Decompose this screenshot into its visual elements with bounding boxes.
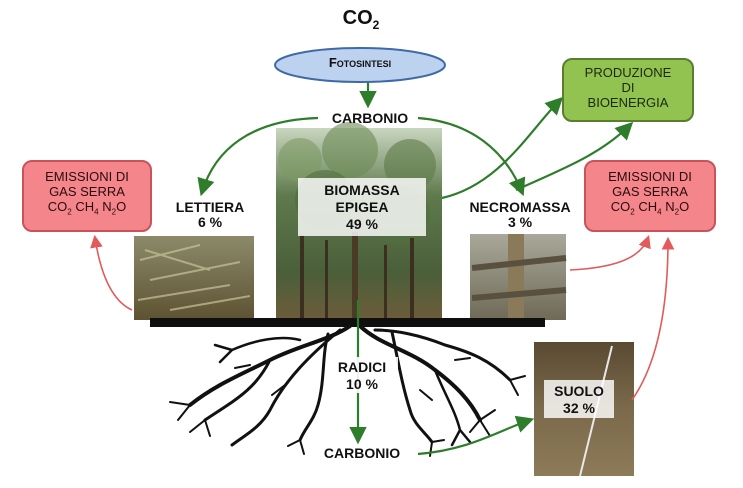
produzione-line1: PRODUZIONE bbox=[584, 65, 672, 80]
gas-ch4: CH bbox=[75, 199, 95, 214]
litter-photo bbox=[134, 236, 254, 320]
radici-name: RADICI bbox=[337, 359, 387, 375]
gas-co2: CO bbox=[610, 199, 631, 214]
suolo-name: SUOLO bbox=[554, 383, 604, 399]
gas-ch4-sub: 4 bbox=[94, 207, 99, 217]
lettiera-label: LETTIERA 6 % bbox=[160, 200, 260, 229]
suolo-pct: 32 % bbox=[563, 400, 595, 416]
lettiera-name: LETTIERA bbox=[175, 199, 245, 215]
emissioni-box-left: EMISSIONI DI GAS SERRA CO2 CH4 N2O bbox=[22, 160, 152, 232]
necromassa-name: NECROMASSA bbox=[469, 199, 571, 215]
roots-drawing bbox=[169, 324, 526, 457]
gas-co2: CO bbox=[47, 199, 68, 214]
emissioni-right-gases: CO2 CH4 N2O bbox=[586, 199, 714, 220]
co2-sub: 2 bbox=[372, 18, 380, 32]
fotosintesi-ellipse bbox=[274, 47, 446, 83]
emissioni-right-line1: EMISSIONI DI bbox=[608, 169, 692, 184]
necromassa-photo bbox=[470, 234, 567, 320]
gas-n2o-sub: 2 bbox=[674, 207, 680, 217]
emissioni-box-right: EMISSIONI DI GAS SERRA CO2 CH4 N2O bbox=[584, 160, 716, 232]
co2-main: CO bbox=[342, 7, 373, 29]
emissioni-left-gases: CO2 CH4 N2O bbox=[24, 199, 150, 220]
ground-line bbox=[150, 318, 545, 327]
gas-co2-sub: 2 bbox=[67, 207, 72, 217]
produzione-bioenergia-box: PRODUZIONE DI BIOENERGIA bbox=[562, 58, 694, 122]
gas-ch4-sub: 4 bbox=[657, 207, 662, 217]
radici-pct: 10 % bbox=[346, 376, 378, 392]
gas-co2-sub: 2 bbox=[630, 207, 635, 217]
fotosintesi-label: Fotosintesi bbox=[328, 55, 392, 70]
biomassa-pct: 49 % bbox=[346, 216, 378, 232]
emissioni-left-line2: GAS SERRA bbox=[49, 184, 125, 199]
biomassa-line1: BIOMASSA bbox=[324, 182, 400, 198]
gas-n2o: N bbox=[665, 199, 675, 214]
gas-n2o-end: O bbox=[116, 199, 127, 214]
emissioni-left-line1: EMISSIONI DI bbox=[45, 169, 129, 184]
carbonio-top-label: CARBONIO bbox=[331, 110, 409, 126]
emissioni-right-line2: GAS SERRA bbox=[612, 184, 688, 199]
necromassa-label: NECROMASSA 3 % bbox=[462, 200, 578, 229]
radici-label: RADICI 10 % bbox=[326, 357, 398, 393]
gas-n2o: N bbox=[102, 199, 112, 214]
produzione-line3: BIOENERGIA bbox=[587, 95, 669, 110]
biomassa-epigea-label: BIOMASSA EPIGEA 49 % bbox=[298, 178, 426, 236]
produzione-line2: DI bbox=[621, 80, 635, 95]
suolo-label: SUOLO 32 % bbox=[544, 380, 614, 418]
necromassa-pct: 3 % bbox=[507, 213, 533, 230]
co2-title: CO2 bbox=[336, 8, 386, 32]
gas-n2o-end: O bbox=[679, 199, 690, 214]
gas-ch4: CH bbox=[638, 199, 658, 214]
lettiera-pct: 6 % bbox=[197, 213, 223, 230]
carbonio-bottom-label: CARBONIO bbox=[323, 445, 401, 461]
biomassa-line2: EPIGEA bbox=[335, 199, 389, 215]
emission-arrows bbox=[90, 234, 675, 401]
gas-n2o-sub: 2 bbox=[111, 207, 117, 217]
